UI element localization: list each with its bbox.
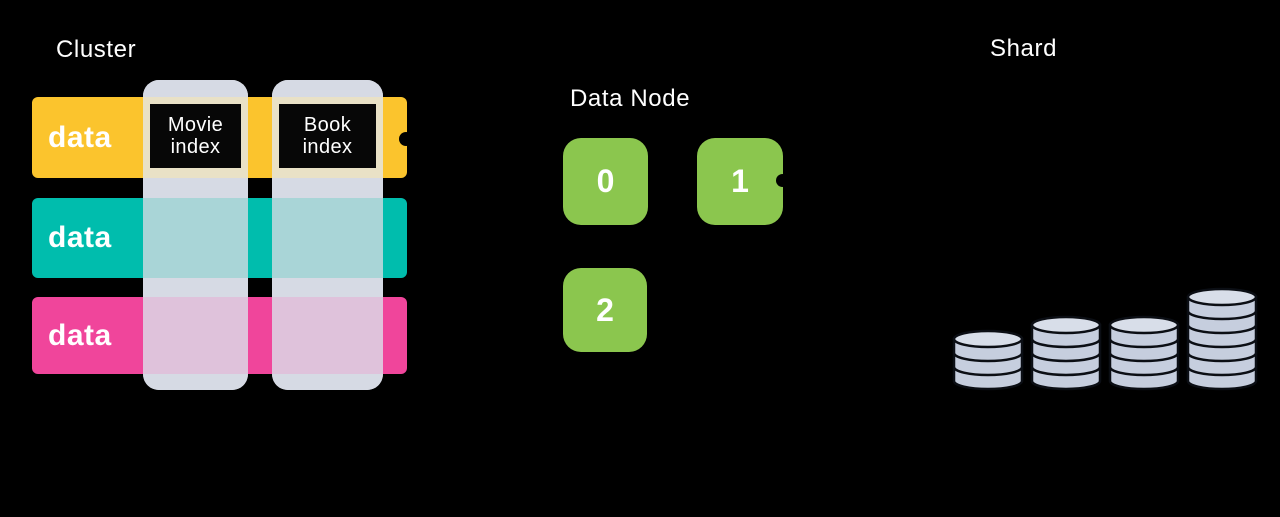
movie-index-box: Movie index	[150, 104, 241, 168]
book-index-box: Book index	[279, 104, 376, 168]
column-segment	[272, 374, 383, 390]
data-node-number: 0	[596, 163, 615, 199]
data-node-number: 1	[731, 163, 749, 199]
column-segment	[143, 80, 248, 97]
book-index-label: Book index	[302, 113, 353, 158]
column-segment	[272, 278, 383, 297]
column-segment	[143, 178, 248, 198]
shard-database-stack	[1030, 315, 1102, 391]
shard-database-stack	[1108, 315, 1180, 391]
index-column-book: Book index	[272, 80, 383, 390]
movie-index-label: Movie index	[167, 113, 224, 158]
data-row-label: data	[48, 221, 112, 254]
shard-database-stack	[952, 329, 1024, 391]
column-segment	[272, 178, 383, 198]
column-overlap-yellow: Movie index	[143, 97, 248, 178]
column-segment	[143, 278, 248, 297]
data-node-2: 2	[563, 268, 647, 352]
data-row-label: data	[48, 318, 112, 352]
index-column-movie: Movie index	[143, 80, 248, 390]
column-overlap-pink	[272, 297, 383, 374]
data-node-number: 2	[596, 291, 614, 328]
column-segment	[272, 80, 383, 97]
shard-title: Shard	[990, 35, 1058, 62]
column-overlap-teal	[143, 198, 248, 278]
notch-yellow-row	[399, 132, 413, 146]
data-node-1: 1	[697, 138, 783, 225]
cluster-title: Cluster	[56, 36, 137, 63]
data-row-label: data	[48, 120, 112, 154]
shard-database-stack	[1186, 287, 1258, 391]
column-overlap-pink	[143, 297, 248, 374]
notch-data-node-1	[776, 174, 789, 187]
column-overlap-teal	[272, 198, 383, 278]
column-overlap-yellow: Book index	[272, 97, 383, 178]
column-segment	[143, 374, 248, 390]
data-node-0: 0	[563, 138, 648, 225]
data-node-title: Data Node	[570, 85, 691, 112]
